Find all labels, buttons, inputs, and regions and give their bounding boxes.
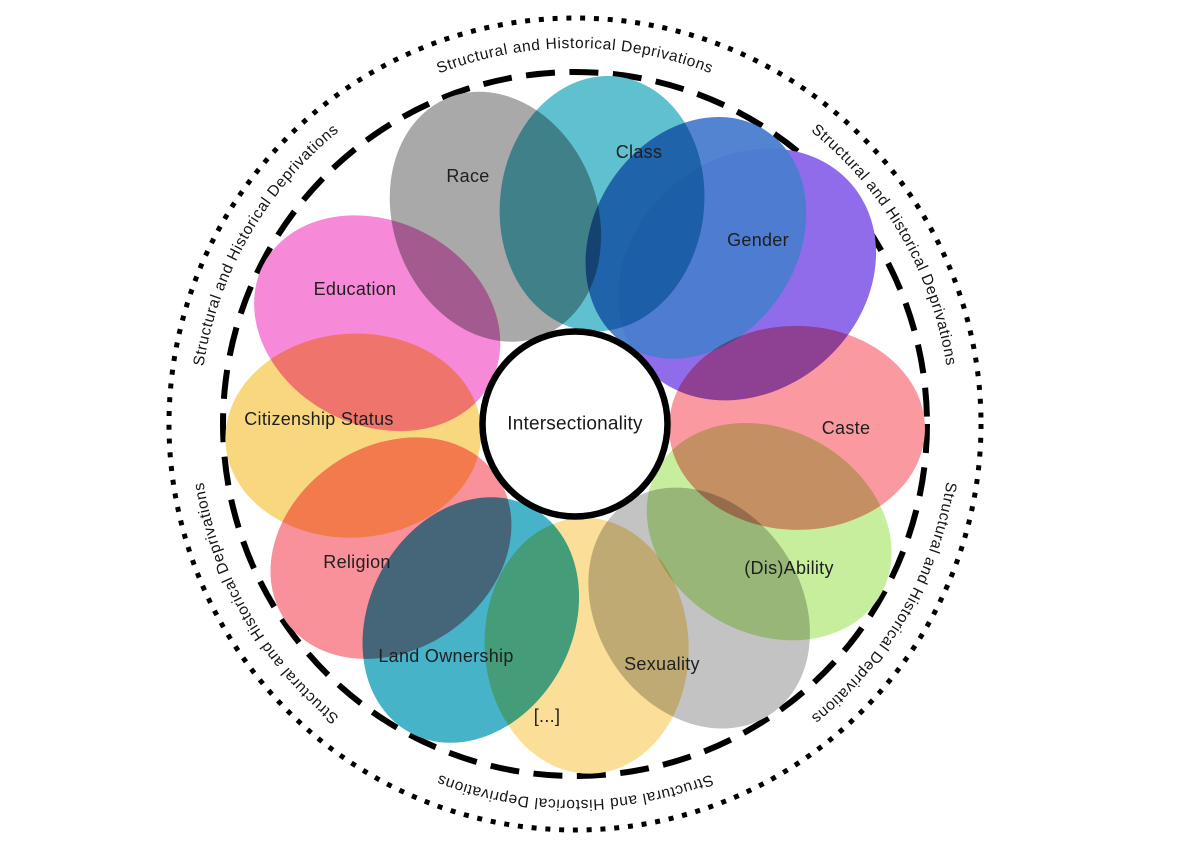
label-education: Education xyxy=(314,279,397,299)
label-class: Class xyxy=(616,142,663,162)
label-caste: Caste xyxy=(822,418,871,438)
label-disability: (Dis)Ability xyxy=(744,558,834,578)
petal-labels: Race Class Gender Caste (Dis)Ability Sex… xyxy=(244,142,870,726)
label-citizenship-status: Citizenship Status xyxy=(244,409,393,429)
label-race: Race xyxy=(446,166,489,186)
outer-dotted-ring xyxy=(166,15,984,833)
label-religion: Religion xyxy=(323,552,390,572)
label-gender: Gender xyxy=(727,230,789,250)
label-etcetera: [...] xyxy=(534,706,561,726)
label-land-ownership: Land Ownership xyxy=(378,646,513,666)
center-label: Intersectionality xyxy=(507,414,643,435)
center-circle xyxy=(479,328,671,520)
inner-dashed-ring xyxy=(220,69,930,779)
petal-class xyxy=(499,76,705,332)
petal-education xyxy=(254,215,501,432)
petal-flower xyxy=(225,76,925,774)
label-sexuality: Sexuality xyxy=(624,654,700,674)
